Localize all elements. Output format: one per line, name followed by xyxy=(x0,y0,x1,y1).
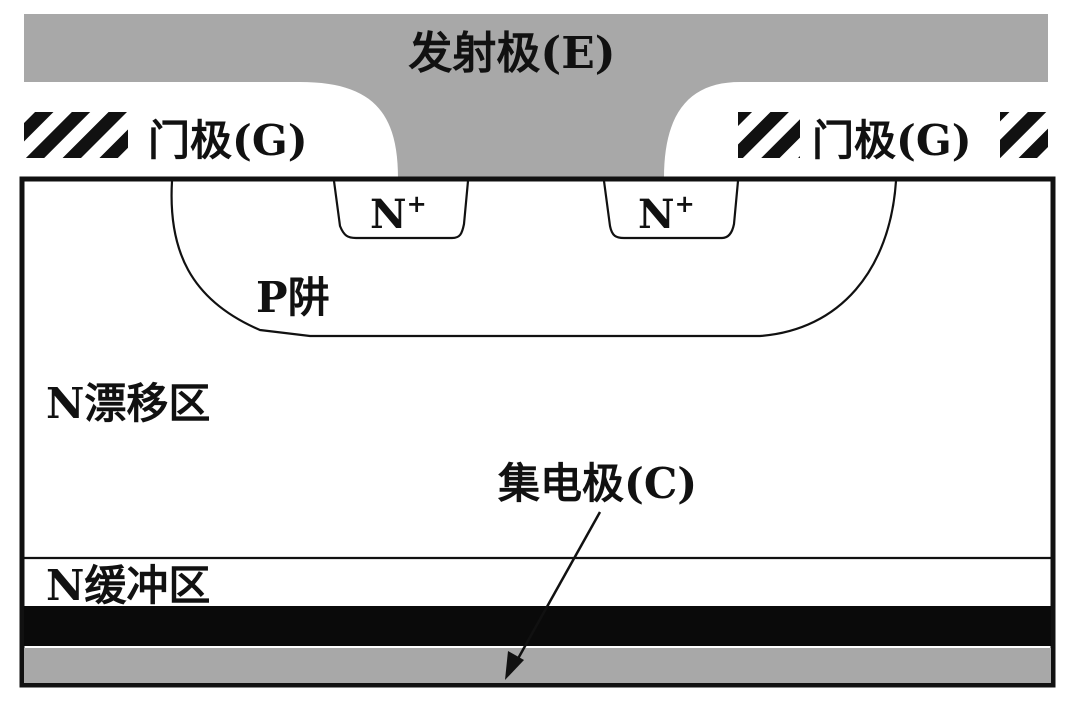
p-well-region xyxy=(170,180,898,338)
n-plus-left-label: N+ xyxy=(370,189,427,238)
emitter-metal xyxy=(24,14,1048,178)
n-plus-right-label: N+ xyxy=(638,189,695,238)
n-drift-label: N漂移区 xyxy=(46,379,210,428)
n-plus-region-right xyxy=(602,180,740,240)
emitter-label: 发射极(E) xyxy=(408,28,615,79)
n-drift-region xyxy=(19,176,1056,688)
gate-right-label: 门极(G) xyxy=(812,116,972,165)
gate-left-label: 门极(G) xyxy=(148,116,308,165)
n-buffer-label: N缓冲区 xyxy=(46,561,210,610)
gate-left-electrode xyxy=(24,112,128,158)
p-well-label: P阱 xyxy=(256,273,330,322)
gate-right-electrode xyxy=(738,112,1048,158)
collector-arrowhead xyxy=(505,651,524,680)
collector-metal xyxy=(24,648,1051,683)
n-plus-region-left xyxy=(332,180,470,240)
collector-arrow xyxy=(513,511,602,665)
collector-label: 集电极(C) xyxy=(497,459,697,508)
